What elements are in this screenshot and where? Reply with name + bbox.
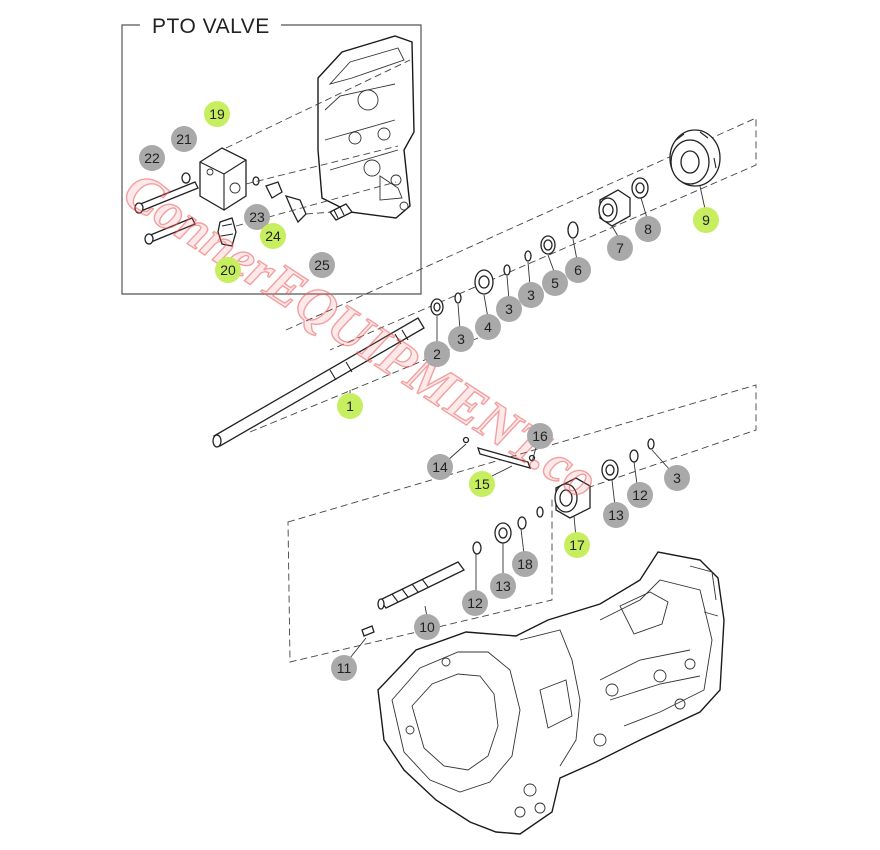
callout-20[interactable]: 20 [215, 257, 241, 283]
svg-text:24: 24 [265, 228, 281, 244]
callout-10[interactable]: 10 [414, 614, 440, 640]
svg-text:6: 6 [574, 262, 582, 278]
callout-12[interactable]: 12 [627, 482, 653, 508]
pto-valve-inset: PTO VALVE [121, 15, 422, 295]
shaft-rings [430, 177, 649, 316]
callout-8[interactable]: 8 [635, 216, 661, 242]
fitting-24 [265, 181, 307, 224]
callout-19[interactable]: 19 [204, 101, 230, 127]
callout-12[interactable]: 12 [462, 590, 488, 616]
callout-5[interactable]: 5 [542, 270, 568, 296]
valve-housing-detail [317, 35, 415, 219]
callout-6[interactable]: 6 [565, 257, 591, 283]
callout-13[interactable]: 13 [490, 573, 516, 599]
svg-text:17: 17 [569, 537, 585, 553]
callout-21[interactable]: 21 [171, 126, 197, 152]
callout-24[interactable]: 24 [260, 223, 286, 249]
clutch-pack [669, 129, 721, 187]
svg-text:15: 15 [474, 476, 490, 492]
svg-text:23: 23 [249, 209, 265, 225]
callout-16[interactable]: 16 [527, 423, 553, 449]
svg-text:10: 10 [419, 619, 435, 635]
callout-13[interactable]: 13 [603, 502, 629, 528]
svg-text:13: 13 [608, 507, 624, 523]
inset-title: PTO VALVE [152, 15, 270, 38]
svg-text:4: 4 [484, 319, 492, 335]
callout-22[interactable]: 22 [139, 145, 165, 171]
oring-21 [181, 172, 191, 184]
svg-text:25: 25 [314, 257, 330, 273]
svg-text:3: 3 [673, 470, 681, 486]
shaft-10 [379, 561, 465, 609]
svg-text:5: 5 [551, 275, 559, 291]
gear-17 [554, 477, 591, 519]
callout-9[interactable]: 9 [693, 207, 719, 233]
svg-text:11: 11 [337, 660, 352, 676]
callout-3[interactable]: 3 [448, 326, 474, 352]
svg-text:9: 9 [702, 212, 710, 228]
callout-2[interactable]: 2 [424, 341, 450, 367]
svg-text:20: 20 [220, 262, 236, 278]
svg-text:1: 1 [346, 398, 354, 414]
callout-4[interactable]: 4 [475, 314, 501, 340]
callout-3[interactable]: 3 [664, 465, 690, 491]
svg-text:3: 3 [527, 287, 535, 303]
svg-text:18: 18 [517, 556, 533, 572]
svg-text:8: 8 [644, 221, 652, 237]
callout-17[interactable]: 17 [564, 532, 590, 558]
svg-text:3: 3 [505, 301, 513, 317]
svg-text:21: 21 [176, 131, 192, 147]
fitting-25 [329, 203, 353, 221]
callout-25[interactable]: 25 [309, 252, 335, 278]
lower-shaft-assembly [287, 384, 757, 663]
callout-15[interactable]: 15 [469, 471, 495, 497]
svg-text:22: 22 [144, 150, 160, 166]
svg-text:16: 16 [532, 428, 548, 444]
valve-block [199, 147, 247, 211]
callout-14[interactable]: 14 [427, 454, 453, 480]
upper-shaft-assembly [212, 117, 757, 448]
svg-text:12: 12 [632, 487, 648, 503]
svg-text:14: 14 [432, 459, 448, 475]
callout-3[interactable]: 3 [518, 282, 544, 308]
svg-text:19: 19 [209, 106, 225, 122]
fitting-20 [217, 217, 237, 247]
svg-text:12: 12 [467, 595, 483, 611]
callout-1[interactable]: 1 [337, 393, 363, 419]
callouts: 1 2 3 4 3 3 5 6 7 8 9 19 21 22 23 24 20 … [139, 101, 719, 681]
callout-11[interactable]: 11 [331, 655, 357, 681]
svg-text:2: 2 [433, 346, 441, 362]
callout-7[interactable]: 7 [607, 235, 633, 261]
bolts [134, 181, 199, 245]
svg-text:13: 13 [495, 578, 511, 594]
svg-text:7: 7 [616, 240, 624, 256]
callout-18[interactable]: 18 [512, 551, 538, 577]
svg-text:3: 3 [457, 331, 465, 347]
transmission-housing [377, 551, 725, 835]
callout-23[interactable]: 23 [244, 204, 270, 230]
callout-3[interactable]: 3 [496, 296, 522, 322]
inset-frame [121, 24, 422, 295]
